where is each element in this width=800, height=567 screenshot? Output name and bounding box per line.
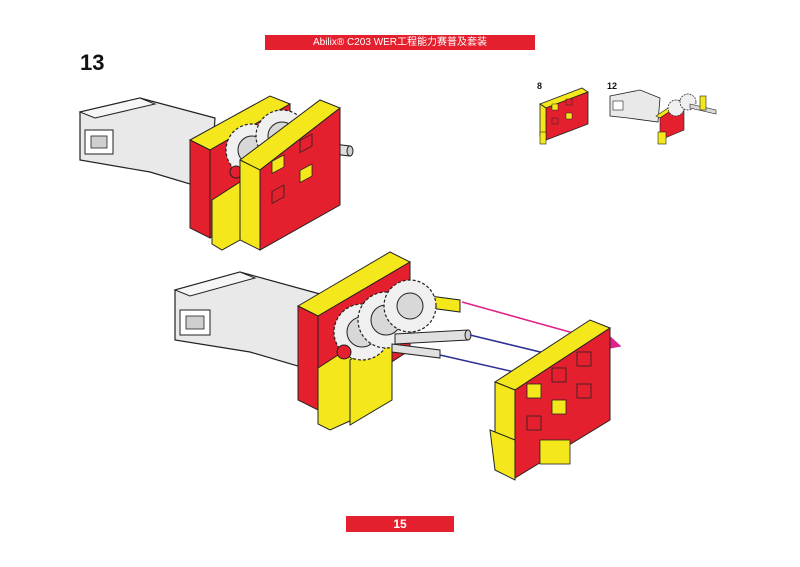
header-title-bar: Abilix® C203 WER工程能力赛普及套装 bbox=[265, 35, 535, 50]
header-title: Abilix® C203 WER工程能力赛普及套装 bbox=[312, 37, 488, 48]
reference-thumbnail-8 bbox=[539, 87, 589, 145]
reference-label-8: 8 bbox=[537, 81, 543, 91]
page-number: 15 bbox=[393, 517, 407, 531]
completed-assembly-illustration bbox=[78, 95, 354, 251]
reference-label-12: 12 bbox=[607, 81, 618, 91]
reference-thumbnail-12 bbox=[609, 89, 717, 145]
gear-train-exploded bbox=[333, 279, 437, 361]
front-plate-exploded bbox=[489, 319, 612, 481]
motor-body bbox=[78, 97, 216, 191]
page-number-bar: 15 bbox=[346, 516, 454, 532]
front-plate bbox=[239, 99, 341, 251]
exploded-assembly-illustration bbox=[173, 251, 622, 481]
axles-exploded bbox=[391, 329, 472, 359]
step-number: 13 bbox=[80, 50, 105, 75]
motor-body-exploded bbox=[173, 271, 321, 373]
